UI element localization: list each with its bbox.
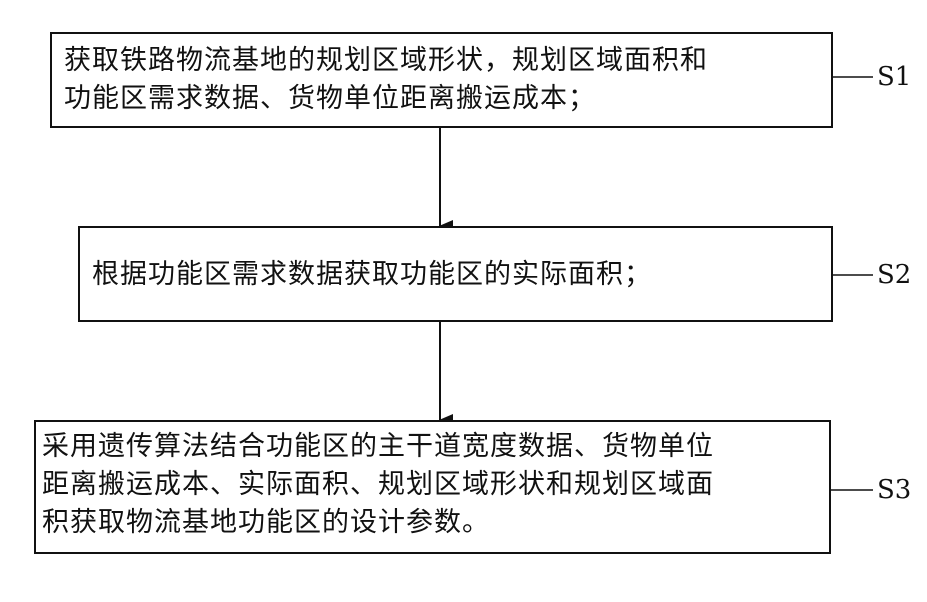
step-s3-line-2: 距离搬运成本、实际面积、规划区域形状和规划区域面 — [42, 466, 714, 504]
step-s1-line-2: 功能区需求数据、货物单位距离搬运成本； — [64, 80, 596, 118]
step-label-s3: S3 — [877, 475, 911, 505]
step-box-s2: 根据功能区需求数据获取功能区的实际面积； — [78, 226, 833, 322]
step-label-s2: S2 — [877, 260, 911, 290]
step-s2-line-1: 根据功能区需求数据获取功能区的实际面积； — [92, 256, 652, 294]
step-box-s3: 采用遗传算法结合功能区的主干道宽度数据、货物单位 距离搬运成本、实际面积、规划区… — [34, 420, 831, 554]
step-s3-line-1: 采用遗传算法结合功能区的主干道宽度数据、货物单位 — [42, 428, 714, 466]
step-label-s1: S1 — [877, 62, 911, 92]
step-s1-line-1: 获取铁路物流基地的规划区域形状，规划区域面积和 — [64, 42, 708, 80]
step-box-s1: 获取铁路物流基地的规划区域形状，规划区域面积和 功能区需求数据、货物单位距离搬运… — [50, 32, 833, 128]
step-s3-line-3: 积获取物流基地功能区的设计参数。 — [42, 504, 490, 542]
